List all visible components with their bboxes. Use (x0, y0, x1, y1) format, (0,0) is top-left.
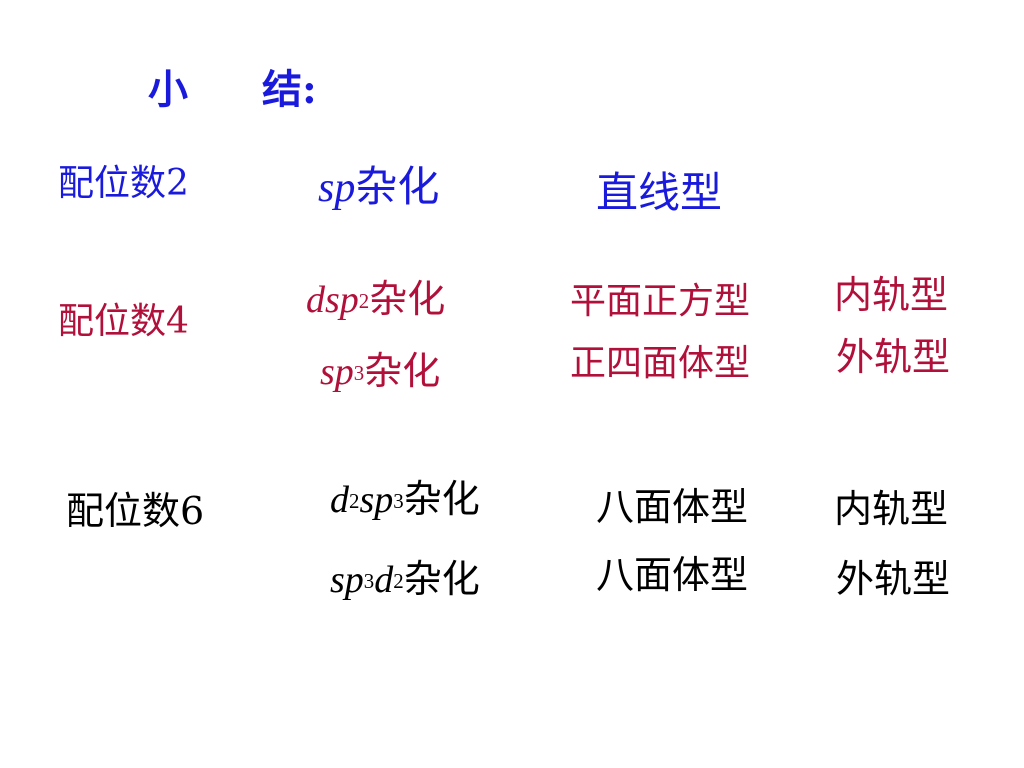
coord-number-4: 配位数4 (58, 301, 189, 342)
shape-octahedral-1: 八面体型 (596, 485, 749, 529)
shape-tetrahedral: 正四面体型 (570, 343, 751, 384)
type-outer-orbital-6: 外轨型 (836, 557, 951, 601)
type-inner-orbital-6: 内轨型 (834, 487, 949, 531)
hyb-suffix: 杂化 (403, 557, 480, 601)
hyb-symbol: dsp (306, 279, 359, 321)
hyb-suffix: 杂化 (403, 477, 480, 521)
hyb-symbol-sp: sp (330, 559, 364, 601)
type-inner-orbital: 内轨型 (834, 273, 949, 317)
title-char-1: 小 (148, 66, 188, 113)
hyb-suffix: 杂化 (355, 162, 440, 211)
shape-linear: 直线型 (596, 168, 723, 217)
hyb-superscript: 2 (349, 488, 360, 513)
type-outer-orbital: 外轨型 (836, 335, 951, 379)
hyb-symbol-d: d (374, 559, 394, 601)
hyb-symbol: sp (318, 165, 356, 211)
shape-octahedral-2: 八面体型 (596, 553, 749, 597)
shape-square-planar: 平面正方型 (570, 281, 751, 322)
hyb-superscript: 3 (363, 568, 375, 593)
coord-number-2: 配位数2 (58, 163, 189, 204)
hyb-symbol-d: d (330, 479, 349, 521)
hyb-superscript: 2 (358, 288, 370, 313)
title-char-2: 结: (262, 66, 317, 113)
hyb-suffix: 杂化 (369, 277, 446, 321)
hyb-superscript: 3 (393, 488, 404, 513)
hyb-superscript: 3 (353, 360, 365, 385)
hyb-symbol: sp (320, 351, 354, 393)
hyb-superscript: 2 (393, 568, 404, 593)
coord-number-6: 配位数6 (66, 489, 205, 533)
hyb-suffix: 杂化 (364, 349, 441, 393)
hyb-symbol-sp: sp (359, 479, 394, 521)
